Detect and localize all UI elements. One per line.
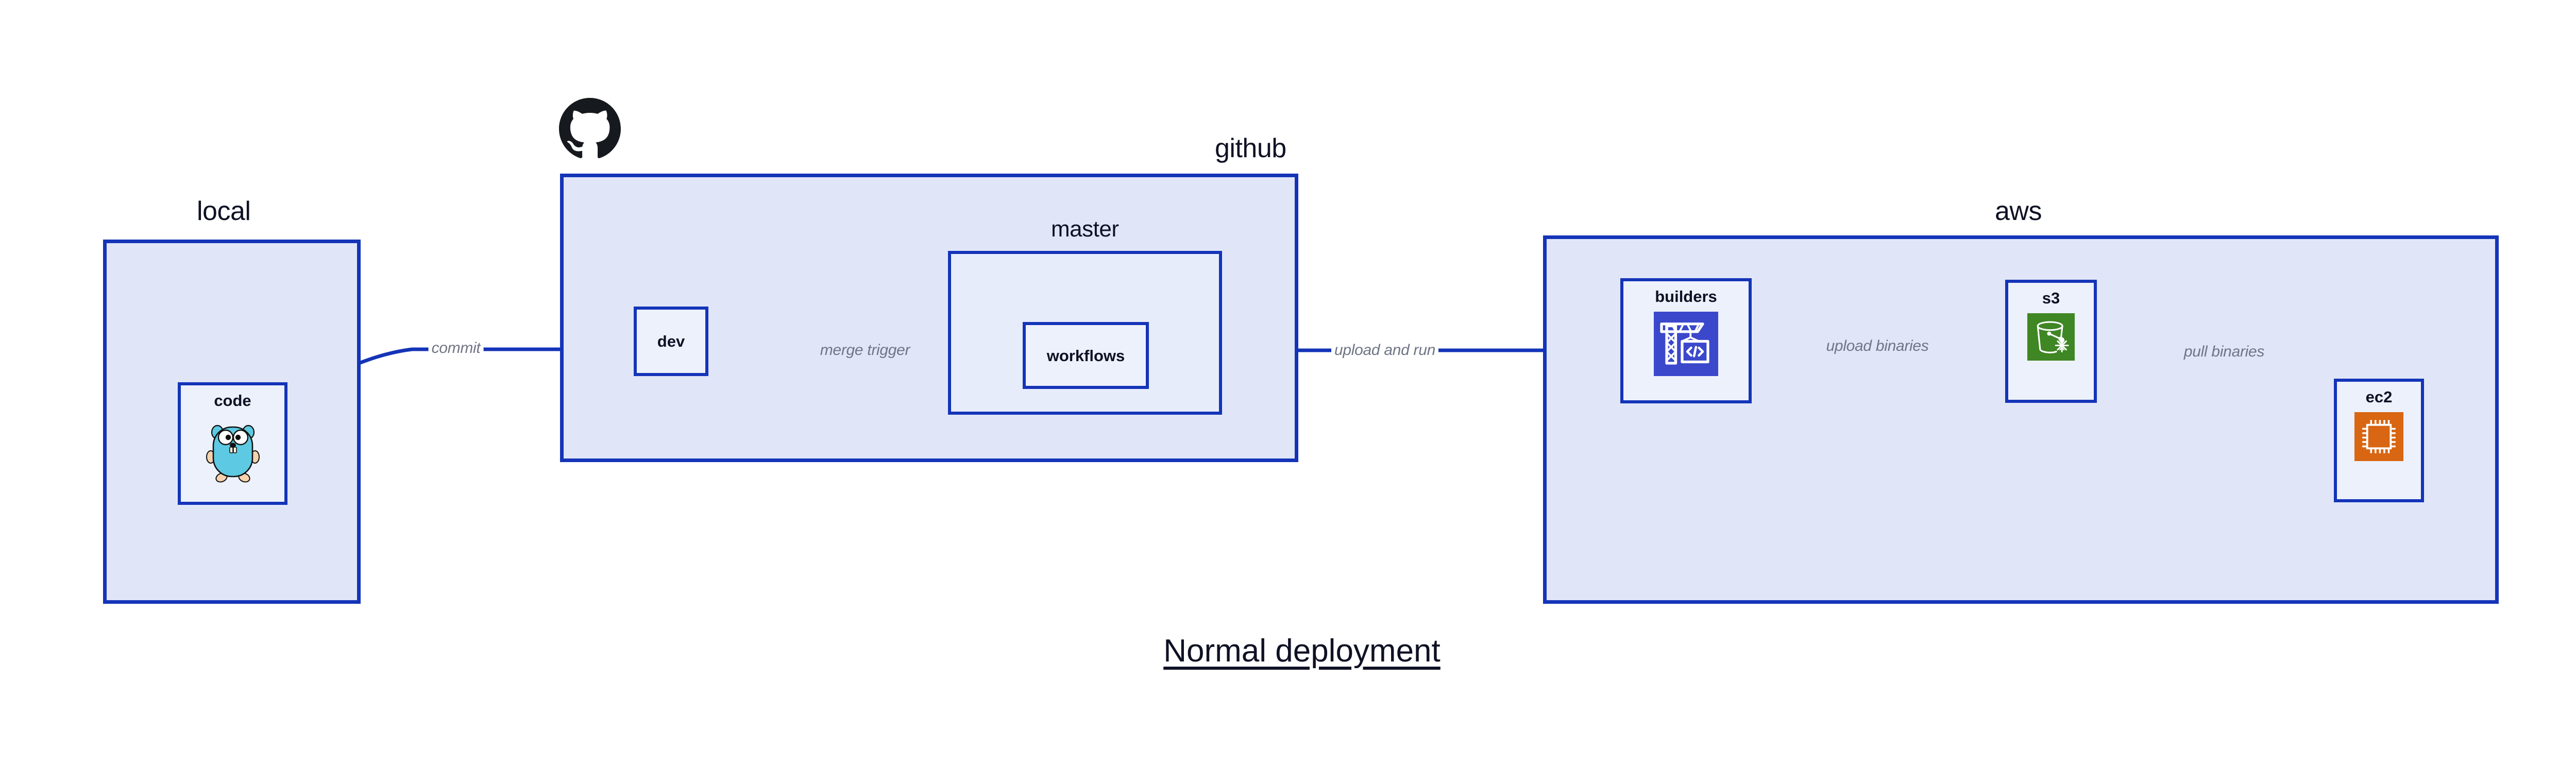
node-workflows[interactable]: workflows — [1023, 322, 1149, 389]
node-label-s3: s3 — [2042, 289, 2060, 307]
group-label-aws: aws — [1995, 196, 2042, 226]
node-s3[interactable]: s3 — [2005, 280, 2097, 403]
node-ec2[interactable]: ec2 — [2334, 379, 2424, 502]
node-label-dev: dev — [657, 332, 685, 350]
go-gopher-icon — [204, 416, 262, 483]
edge-label-upload-binaries: upload binaries — [1823, 337, 1932, 355]
edge-label-upload-and-run: upload and run — [1331, 342, 1438, 359]
aws-codebuild-icon — [1654, 312, 1718, 376]
edge-label-merge-trigger: merge trigger — [817, 342, 913, 359]
node-label-workflows: workflows — [1046, 346, 1125, 365]
edge-label-commit: commit — [428, 339, 484, 357]
node-dev[interactable]: dev — [634, 307, 708, 376]
aws-ec2-chip-icon — [2354, 412, 2403, 461]
group-label-github: github — [1215, 133, 1286, 163]
github-octocat-logo — [559, 98, 621, 162]
edge-label-pull-binaries: pull binaries — [2180, 343, 2268, 361]
node-label-builders: builders — [1655, 287, 1717, 305]
node-label-ec2: ec2 — [2365, 388, 2393, 406]
diagram-title: Normal deployment — [1163, 633, 1440, 669]
node-code[interactable]: code — [178, 382, 287, 505]
node-builders[interactable]: builders — [1620, 278, 1752, 403]
subgroup-label-master: master — [1051, 216, 1119, 242]
group-label-local: local — [197, 196, 251, 226]
node-label-code: code — [214, 392, 251, 410]
aws-s3-glacier-icon — [2027, 313, 2075, 361]
